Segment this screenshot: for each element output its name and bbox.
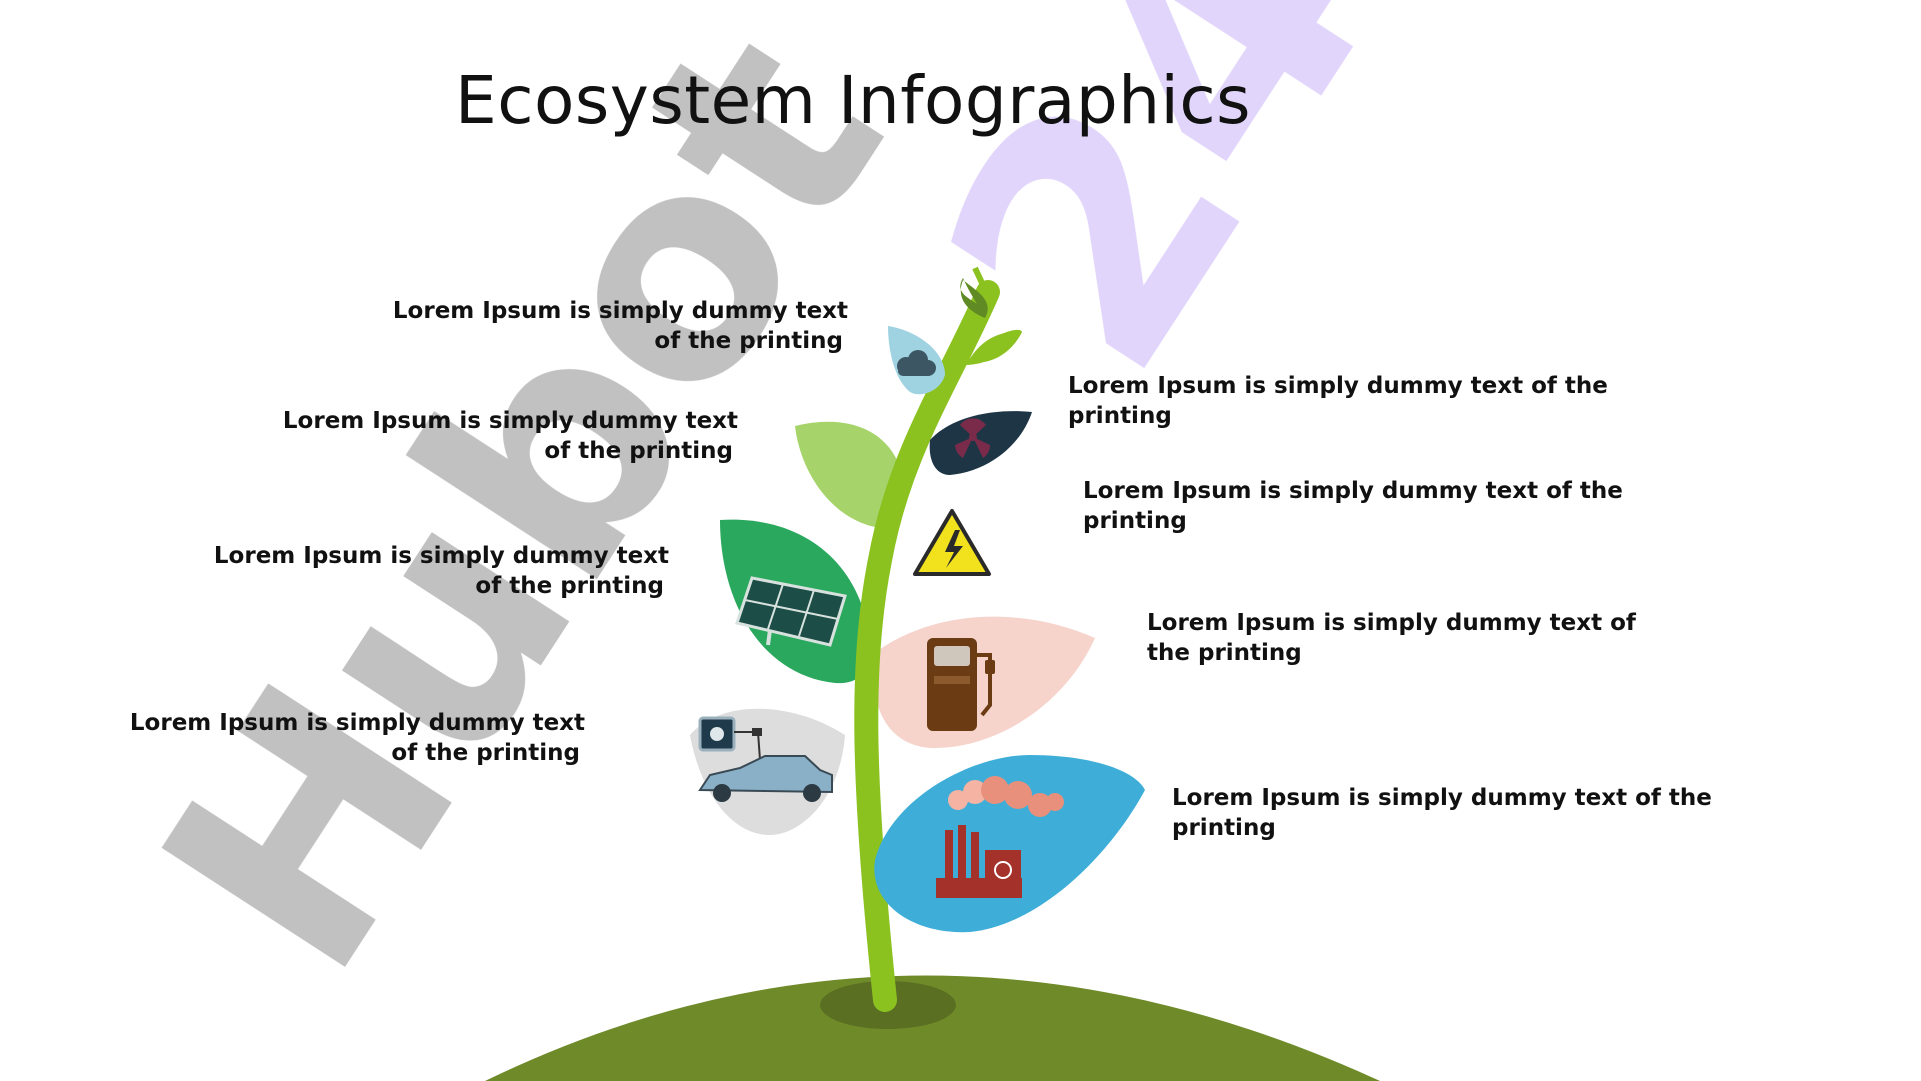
callout-left-2: Lorem Ipsum is simply dummy text of the … bbox=[283, 406, 738, 466]
callout-left-4: Lorem Ipsum is simply dummy text of the … bbox=[130, 708, 585, 768]
radiation-icon bbox=[955, 418, 990, 458]
callout-line: the printing bbox=[1147, 640, 1302, 666]
callout-line: Lorem Ipsum is simply dummy text bbox=[213, 543, 669, 569]
callout-line: Lorem Ipsum is simply dummy text bbox=[129, 710, 585, 736]
sprout-stalk bbox=[972, 266, 993, 302]
callout-right-3: Lorem Ipsum is simply dummy text of the … bbox=[1147, 608, 1636, 668]
callout-right-2: Lorem Ipsum is simply dummy text of the … bbox=[1083, 476, 1623, 536]
callout-right-1: Lorem Ipsum is simply dummy text of the … bbox=[1068, 371, 1608, 431]
callout-line: of the printing bbox=[475, 573, 664, 599]
sprout-leaf-top bbox=[960, 278, 988, 318]
page-title: Ecosystem Infographics bbox=[455, 62, 1252, 139]
solar-panel-icon bbox=[735, 576, 847, 647]
callout-line: Lorem Ipsum is simply dummy text of bbox=[1147, 610, 1636, 636]
callout-line: Lorem Ipsum is simply dummy text bbox=[282, 408, 738, 434]
factory-icon bbox=[936, 776, 1064, 898]
callout-left-1: Lorem Ipsum is simply dummy text of the … bbox=[393, 296, 848, 356]
callout-line: of the printing bbox=[391, 740, 580, 766]
callout-line: Lorem Ipsum is simply dummy text of the bbox=[1068, 373, 1608, 399]
plant-stem bbox=[854, 280, 1000, 1012]
high-voltage-icon bbox=[913, 509, 991, 576]
cloud-icon bbox=[897, 350, 936, 376]
ground-hill bbox=[485, 975, 1380, 1081]
callout-line: of the printing bbox=[654, 328, 843, 354]
fuel-pump-icon bbox=[927, 638, 995, 731]
callout-line: Lorem Ipsum is simply dummy text bbox=[392, 298, 848, 324]
electric-car-icon bbox=[698, 716, 833, 802]
callout-right-4: Lorem Ipsum is simply dummy text of the … bbox=[1172, 783, 1712, 843]
callout-line: Lorem Ipsum is simply dummy text of the bbox=[1172, 785, 1712, 811]
leaf-blue bbox=[874, 755, 1145, 933]
callout-line: Lorem Ipsum is simply dummy text of the bbox=[1083, 478, 1623, 504]
callout-line: of the printing bbox=[544, 438, 733, 464]
leaf-light-green bbox=[795, 421, 905, 529]
callout-line: printing bbox=[1068, 403, 1172, 429]
sprout-leaf-right-2 bbox=[968, 331, 1022, 363]
callout-left-3: Lorem Ipsum is simply dummy text of the … bbox=[214, 541, 669, 601]
callout-line: printing bbox=[1172, 815, 1276, 841]
leaf-pink bbox=[871, 616, 1095, 749]
svg-text:Hubot: Hubot bbox=[97, 0, 950, 1029]
callout-line: printing bbox=[1083, 508, 1187, 534]
